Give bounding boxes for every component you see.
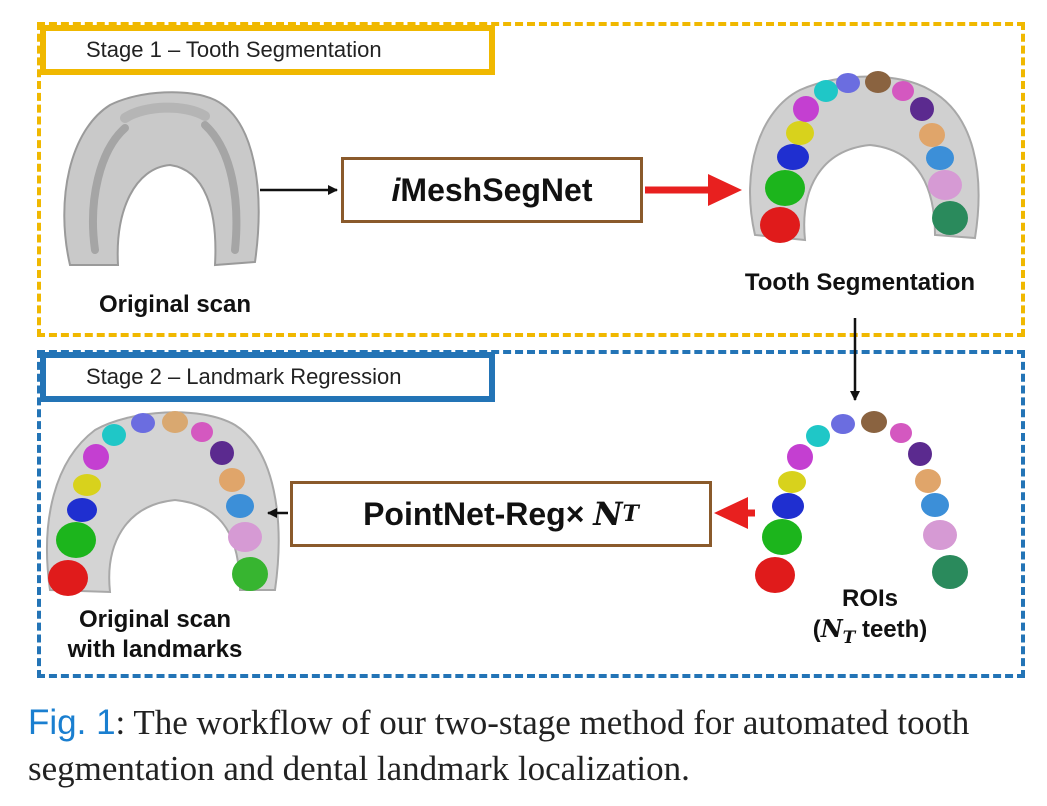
pointnet-name: PointNet-Reg× bbox=[363, 495, 594, 532]
arrow-imeshsegnet-to-segmentation bbox=[645, 174, 742, 206]
tooth-segmentation-caption: Tooth Segmentation bbox=[744, 269, 976, 296]
rois-caption-line2: (NT teeth) bbox=[770, 614, 970, 653]
rois-open: ( bbox=[812, 616, 821, 643]
rois-rest: teeth) bbox=[855, 616, 928, 643]
figure-label: Fig. 1 bbox=[28, 703, 116, 742]
figure-caption-text: : The workflow of our two-stage method f… bbox=[28, 703, 970, 788]
rois-caption-line1: ROIs bbox=[841, 585, 898, 612]
landmark-caption-line2: with landmarks bbox=[67, 636, 243, 663]
original-scan-image bbox=[63, 91, 260, 267]
pointnet-sub: T bbox=[622, 501, 639, 527]
rois-var: N bbox=[820, 614, 843, 643]
original-scan-caption: Original scan bbox=[98, 291, 252, 318]
stage2-dashed-frame bbox=[37, 350, 1025, 678]
landmark-scan-caption: Original scan with landmarks bbox=[35, 605, 275, 665]
stage1-label: Stage 1 – Tooth Segmentation bbox=[40, 25, 495, 75]
pointnet-var: N bbox=[593, 495, 623, 533]
imeshsegnet-name: MeshSegNet bbox=[400, 171, 593, 208]
imeshsegnet-prefix: i bbox=[391, 171, 401, 208]
rois-sub: T bbox=[842, 627, 856, 648]
rois-caption: ROIs (NT teeth) bbox=[770, 584, 970, 653]
landmark-caption-line1: Original scan bbox=[78, 606, 232, 633]
stage1-dashed-frame bbox=[37, 22, 1025, 337]
tooth-segmentation-image bbox=[749, 71, 980, 243]
landmark-scan-image bbox=[46, 411, 280, 596]
figure-caption: Fig. 1: The workflow of our two-stage me… bbox=[28, 700, 1028, 792]
rois-image bbox=[755, 411, 968, 593]
arrow-rois-to-pointnet bbox=[714, 497, 755, 529]
stage2-label: Stage 2 – Landmark Regression bbox=[40, 352, 495, 402]
